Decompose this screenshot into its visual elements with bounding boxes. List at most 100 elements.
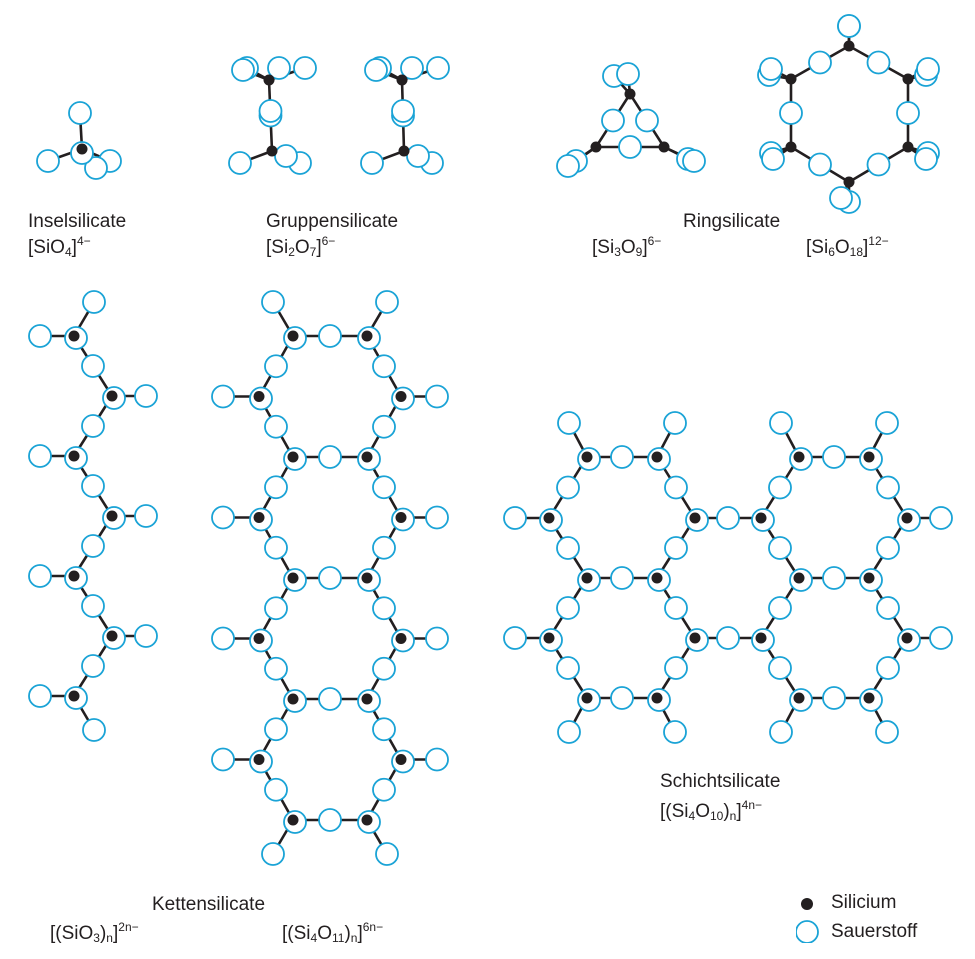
silicon-atom — [689, 632, 701, 644]
silicon-atom — [395, 754, 407, 765]
terminal-oxygen — [134, 504, 158, 528]
terminal-oxygen — [761, 147, 785, 171]
silicon-atom — [68, 570, 80, 582]
terminal-oxygen — [375, 290, 399, 314]
terminal-oxygen — [28, 324, 52, 348]
bridging-oxygen — [318, 445, 342, 469]
bridging-oxygen — [264, 475, 288, 500]
terminal-oxygen — [68, 101, 92, 125]
terminal-oxygen — [364, 58, 388, 82]
terminal-oxygen — [682, 149, 706, 173]
bridging-oxygen — [264, 535, 288, 560]
silicon-atom — [863, 572, 875, 584]
silicon-atom — [263, 74, 275, 86]
terminal-oxygen — [557, 720, 581, 744]
silicon-atom — [863, 451, 875, 463]
bridging-oxygen — [264, 354, 288, 379]
silicon-atom — [581, 451, 593, 463]
silicon-atom — [843, 176, 855, 188]
silicon-atom — [106, 630, 118, 642]
silicon-atom — [624, 88, 636, 100]
silicon-atom — [253, 512, 265, 523]
terminal-oxygen — [82, 290, 106, 314]
terminal-oxygen — [837, 14, 861, 38]
bridging-oxygen — [664, 536, 688, 560]
gruppen-name: Gruppensilicate — [266, 211, 399, 232]
insel-name: Inselsilicate — [28, 211, 127, 232]
bridging-oxygen — [372, 535, 396, 560]
terminal-oxygen — [929, 506, 953, 530]
bridging-oxygen — [610, 445, 634, 469]
bridging-oxygen — [768, 536, 792, 560]
bridging-oxygen — [372, 777, 396, 802]
bridging-oxygen — [716, 626, 740, 650]
terminal-oxygen — [914, 147, 938, 171]
terminal-oxygen — [663, 720, 687, 744]
terminal-oxygen — [360, 151, 384, 175]
terminal-oxygen — [426, 56, 450, 80]
bridging-oxygen — [264, 777, 288, 802]
terminal-oxygen — [231, 58, 255, 82]
silicon-atom — [253, 391, 265, 402]
terminal-oxygen — [211, 626, 235, 651]
silicon-atom — [266, 145, 278, 157]
bridging-oxygen — [556, 656, 580, 680]
bridging-oxygen — [372, 354, 396, 379]
bridging-oxygen — [866, 50, 891, 75]
terminal-oxygen — [274, 144, 298, 168]
bridging-oxygen — [768, 475, 792, 500]
terminal-oxygen — [293, 56, 317, 80]
bridging-oxygen — [822, 686, 846, 710]
bridging-oxygen — [779, 101, 803, 125]
silicon-atom — [287, 693, 299, 705]
silicon-atom — [287, 572, 299, 584]
terminal-oxygen — [875, 411, 899, 435]
silicon-atom — [902, 141, 914, 153]
terminal-oxygen — [875, 720, 899, 744]
silicon-atom — [755, 512, 767, 524]
terminal-oxygen — [425, 505, 449, 530]
bridging-oxygen — [664, 475, 688, 500]
bridging-oxygen — [610, 686, 634, 710]
silicon-atom — [287, 814, 299, 826]
bridging-oxygen — [81, 534, 105, 558]
bridging-oxygen — [610, 566, 634, 590]
ring-name: Ringsilicate — [683, 211, 781, 232]
terminal-oxygen — [425, 747, 449, 772]
terminal-oxygen — [759, 57, 783, 81]
legend-oxygen-label: Sauerstoff — [831, 921, 918, 942]
ketten-name: Kettensilicate — [152, 894, 266, 915]
silicon-atom — [287, 451, 299, 463]
terminal-oxygen — [28, 684, 52, 708]
terminal-oxygen — [829, 186, 853, 210]
terminal-oxygen — [557, 411, 581, 435]
bridging-oxygen — [822, 445, 846, 469]
bridging-oxygen — [372, 656, 396, 681]
bridging-oxygen — [318, 566, 342, 590]
bridging-oxygen — [258, 99, 283, 123]
bridging-oxygen — [264, 596, 288, 621]
terminal-oxygen — [425, 384, 449, 409]
silicon-atom — [902, 73, 914, 85]
silicon-atom — [755, 632, 767, 644]
bridging-oxygen — [822, 566, 846, 590]
terminal-oxygen — [261, 842, 285, 866]
silicon-atom — [651, 572, 663, 584]
bridging-oxygen — [264, 414, 288, 439]
terminal-oxygen — [261, 290, 285, 314]
terminal-oxygen — [211, 747, 235, 772]
ring-formula-1: [Si3O9]6− — [592, 234, 662, 259]
bridging-oxygen — [876, 475, 900, 500]
terminal-oxygen — [556, 154, 580, 178]
oxygen-legend-circle — [796, 920, 819, 943]
terminal-oxygen — [82, 718, 106, 742]
silicon-atom — [395, 391, 407, 402]
silicon-atom — [901, 632, 913, 644]
bonds-layer — [38, 24, 943, 856]
silicon-atom — [361, 572, 373, 584]
silicon-atom — [863, 692, 875, 704]
bridging-oxygen — [866, 152, 891, 177]
terminal-oxygen — [211, 505, 235, 530]
terminal-oxygen — [503, 506, 527, 530]
